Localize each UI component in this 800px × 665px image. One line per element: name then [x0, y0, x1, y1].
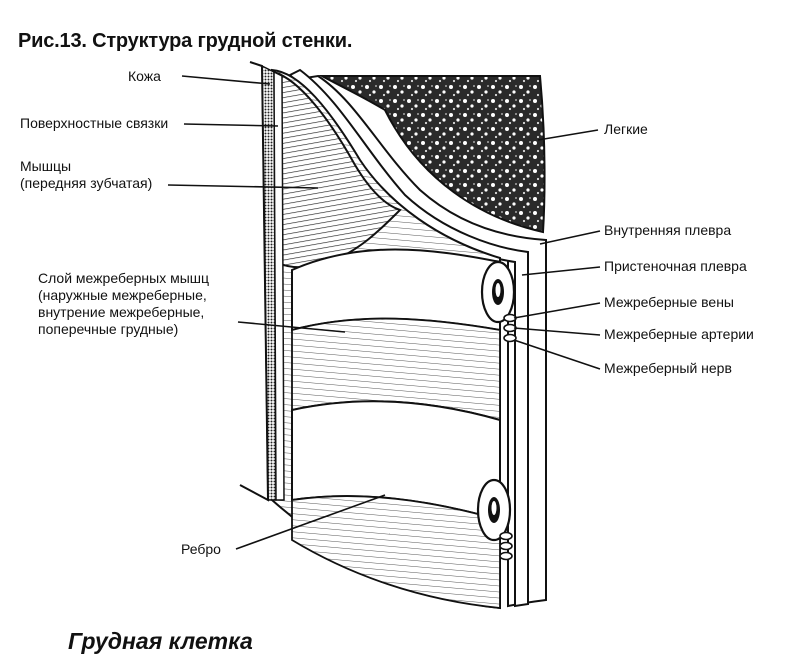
- leader-superficial-ligaments: [183, 123, 279, 127]
- label-intercostal-arteries: Межреберные артерии: [604, 326, 754, 342]
- leader-parietal-pleura: [521, 266, 601, 276]
- leader-intercostal-arteries: [513, 327, 601, 336]
- label-visceral-pleura: Внутренняя плевра: [604, 222, 732, 238]
- lower-edge: [291, 495, 501, 609]
- figure-caption: Грудная клетка: [68, 628, 253, 654]
- leader-intercostal-veins: [513, 302, 601, 319]
- label-muscles: Мышцы (передняя зубчатая): [20, 158, 153, 191]
- lung: [318, 75, 546, 234]
- label-intercostal-veins: Межреберные вены: [604, 294, 734, 310]
- label-lungs: Легкие: [604, 121, 648, 137]
- neurovascular-bundle-lower: [499, 531, 513, 561]
- label-skin: Кожа: [128, 68, 161, 84]
- label-rib: Ребро: [181, 541, 221, 557]
- label-parietal-pleura: Пристеночная плевра: [604, 258, 747, 274]
- label-superficial-ligaments: Поверхностные связки: [20, 115, 169, 131]
- leader-intercostal-layer: [237, 321, 346, 333]
- leader-rib: [235, 494, 386, 550]
- leader-lungs: [537, 129, 599, 141]
- skin-flap: [239, 61, 270, 502]
- label-intercostal-nerve: Межреберный нерв: [604, 360, 732, 376]
- figure-title: Рис.13. Структура грудной стенки.: [18, 30, 353, 52]
- leader-visceral-pleura: [539, 230, 601, 245]
- rib-cross-section-upper: [480, 260, 516, 324]
- label-intercostal-layer: Слой межреберных мышц (наружные межребер…: [38, 270, 210, 337]
- leader-intercostal-nerve: [513, 339, 601, 370]
- leader-skin: [181, 75, 271, 85]
- superficial-ligament-layer: [273, 70, 285, 501]
- rib-cross-section-lower: [476, 478, 512, 542]
- leader-muscles: [167, 184, 319, 189]
